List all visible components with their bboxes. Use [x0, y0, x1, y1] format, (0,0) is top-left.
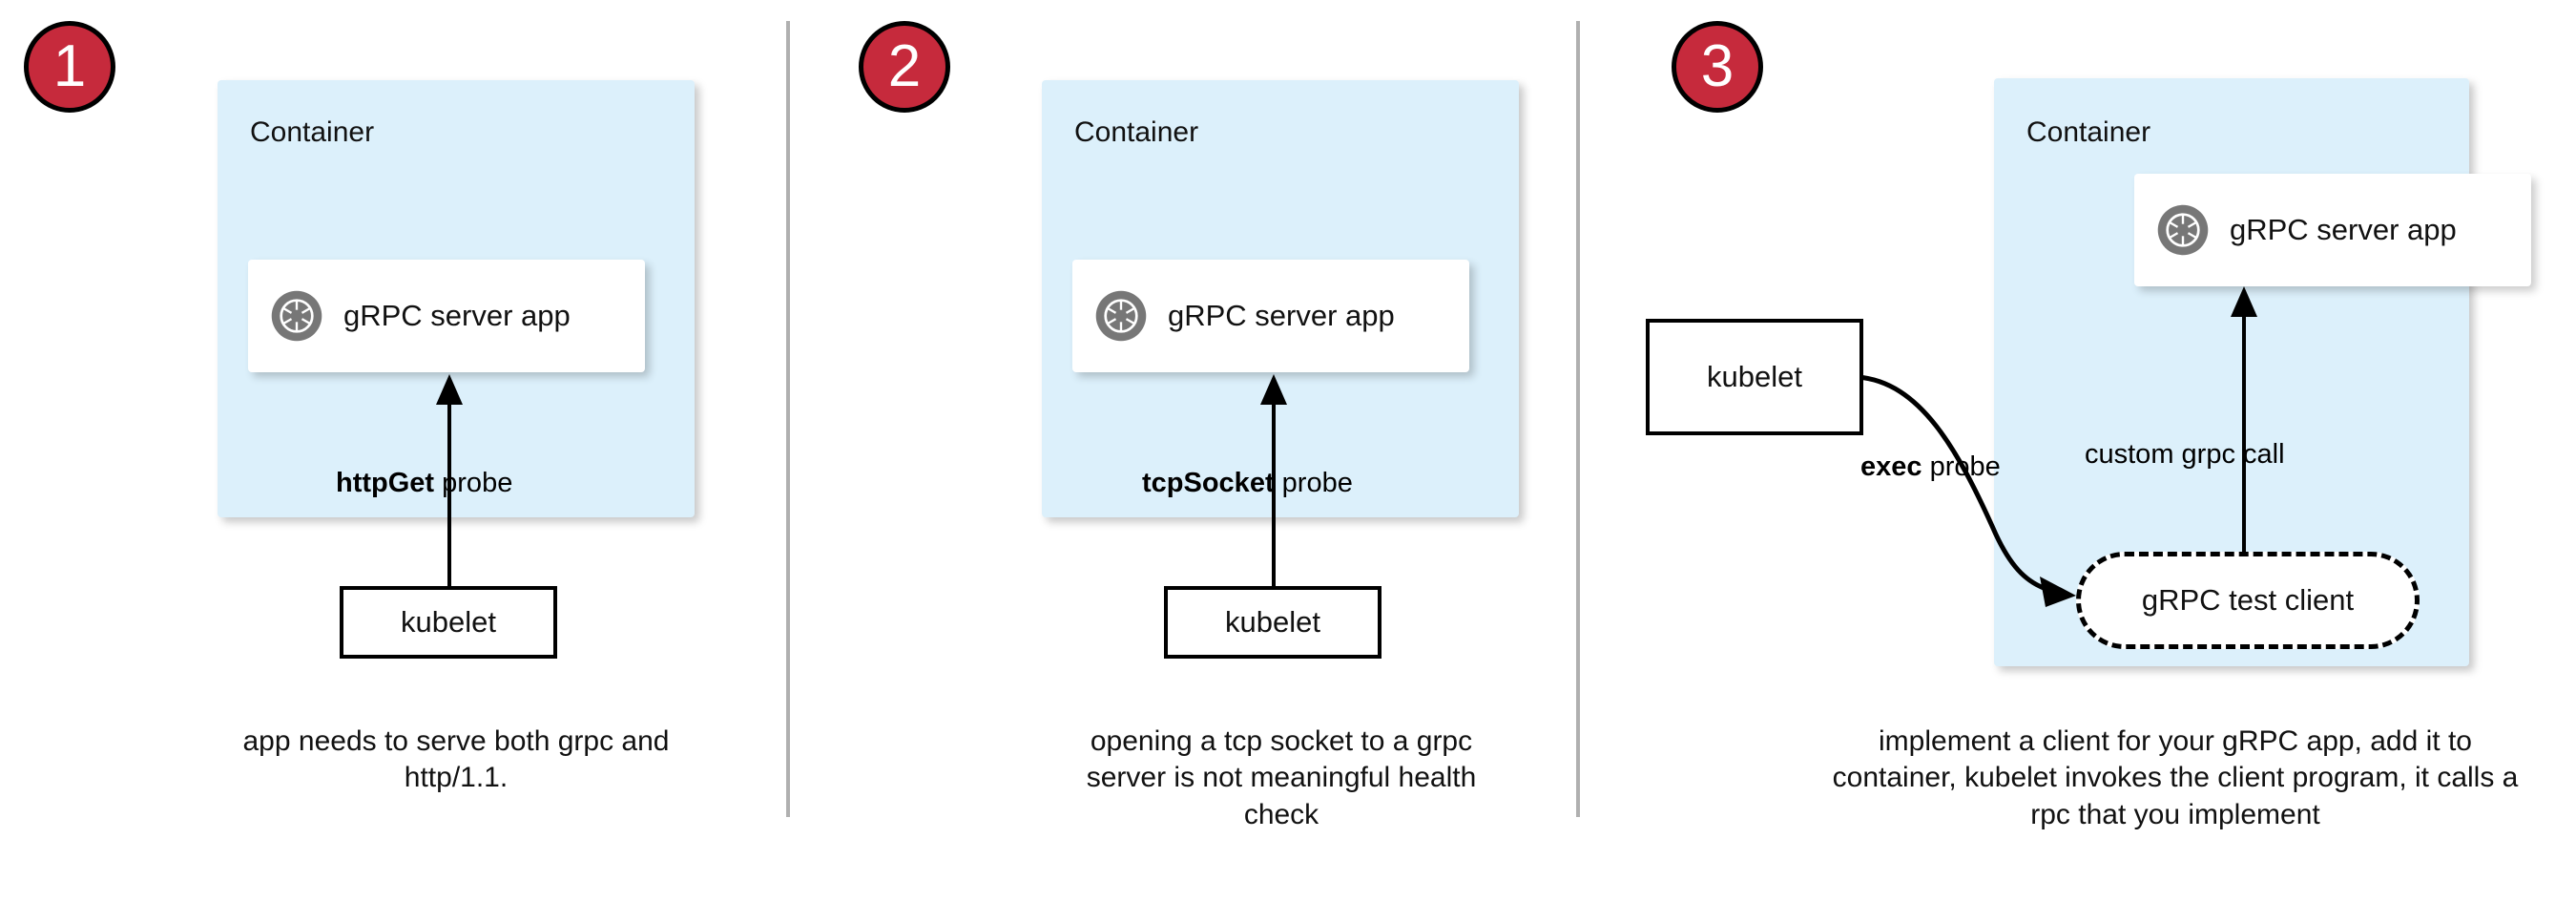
kubelet-label-1: kubelet: [401, 605, 496, 639]
grpc-logo-icon: [271, 290, 322, 342]
tcpsocket-probe-label-bold: tcpSocket: [1142, 468, 1275, 498]
panel-2: 2 Container: [786, 0, 1576, 923]
custom-grpc-call-label: custom grpc call: [2085, 439, 2285, 470]
grpc-server-app-box-2: gRPC server app: [1072, 260, 1469, 372]
grpc-logo-icon: [2157, 204, 2209, 256]
grpc-test-client-label: gRPC test client: [2141, 583, 2355, 617]
panel-3: 3 Container: [1576, 0, 2576, 923]
panel-caption-3: implement a client for your gRPC app, ad…: [1832, 725, 2519, 830]
exec-probe-label-bold: exec: [1860, 451, 1922, 482]
exec-probe-label-rest: probe: [1922, 451, 2001, 482]
httpget-probe-label-bold: httpGet: [336, 468, 435, 498]
container-label-2: Container: [1074, 116, 1199, 148]
tcpsocket-probe-label: tcpSocket probe: [1142, 468, 1353, 499]
kubelet-label-3: kubelet: [1707, 360, 1802, 393]
panel-caption-2: opening a tcp socket to a grpc server is…: [1086, 725, 1477, 830]
step-badge-2: 2: [859, 21, 950, 113]
httpget-probe-label: httpGet probe: [336, 468, 512, 499]
panel-divider-2: [1576, 21, 1580, 817]
kubelet-box-2: kubelet: [1164, 586, 1381, 659]
panel-divider-1: [786, 21, 790, 817]
grpc-logo-icon: [1095, 290, 1147, 342]
grpc-server-app-label-1: gRPC server app: [343, 299, 571, 332]
step-badge-3: 3: [1672, 21, 1763, 113]
kubelet-box-1: kubelet: [340, 586, 557, 659]
httpget-probe-label-rest: probe: [434, 468, 513, 498]
kubelet-label-2: kubelet: [1225, 605, 1320, 639]
kubelet-box-3: kubelet: [1646, 319, 1863, 435]
grpc-server-app-label-3: gRPC server app: [2230, 213, 2457, 246]
grpc-test-client-node: gRPC test client: [2076, 552, 2420, 649]
tcpsocket-probe-label-rest: probe: [1274, 468, 1353, 498]
step-badge-1: 1: [24, 21, 115, 113]
panel-caption-1: app needs to serve both grpc and http/1.…: [242, 725, 670, 794]
grpc-server-app-box-1: gRPC server app: [248, 260, 645, 372]
panel-1: 1 Container: [0, 0, 786, 923]
grpc-server-app-box-3: gRPC server app: [2134, 174, 2531, 286]
container-label-3: Container: [2026, 116, 2151, 148]
exec-probe-label: exec probe: [1860, 451, 2001, 483]
grpc-server-app-label-2: gRPC server app: [1168, 299, 1395, 332]
container-label-1: Container: [250, 116, 375, 148]
